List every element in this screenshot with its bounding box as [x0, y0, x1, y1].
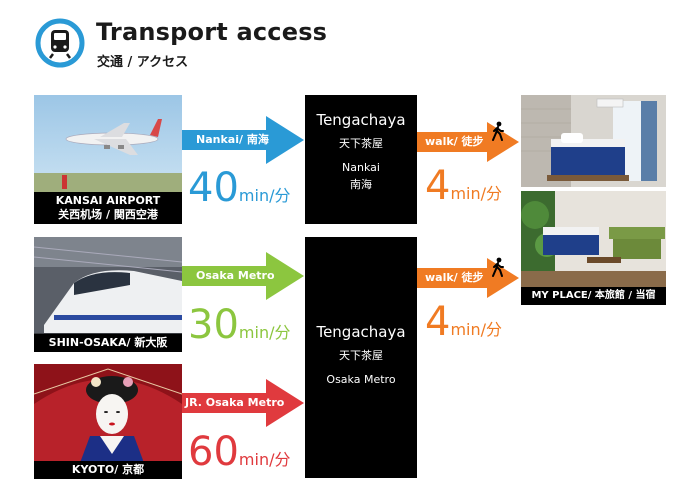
walk-label-bottom: walk/ 徒步: [425, 271, 484, 284]
caption-kansai-airport: KANSAI AIRPORT 关西机场 / 関西空港: [34, 192, 182, 224]
photo-my-place: MY PLACE/ 本旅館 / 当宿: [521, 95, 666, 305]
route-time-osaka-metro: 30min/分: [188, 302, 291, 348]
page-subtitle: 交通 / アクセス: [97, 55, 189, 70]
walk-time-bottom: 4min/分: [425, 299, 503, 345]
arrow-osaka-metro: [182, 252, 304, 300]
station-tengachaya-osaka-metro: Tengachaya 天下茶屋 Osaka Metro: [305, 237, 417, 478]
arrow-jr-osaka-metro: [182, 379, 304, 427]
arrow-walk-bottom: [417, 258, 519, 298]
arrow-nankai: [182, 116, 304, 164]
route-time-nankai: 40min/分: [188, 165, 291, 211]
station-tengachaya-nankai: Tengachaya 天下茶屋 Nankai 南海: [305, 95, 417, 224]
shinkansen-image: [34, 237, 182, 352]
walking-person-icon: [492, 121, 504, 141]
caption-my-place: MY PLACE/ 本旅館 / 当宿: [521, 287, 666, 305]
photo-kansai-airport: KANSAI AIRPORT 关西机场 / 関西空港: [34, 95, 182, 224]
page-title: Transport access: [96, 18, 328, 46]
walking-person-icon: [492, 257, 504, 277]
room-image: [521, 95, 666, 305]
route-time-jr-osaka-metro: 60min/分: [188, 429, 291, 475]
route-label-osaka-metro: Osaka Metro: [196, 269, 275, 282]
walk-time-top: 4min/分: [425, 163, 503, 209]
photo-kyoto: KYOTO/ 京都: [34, 364, 182, 479]
train-icon: [35, 18, 85, 68]
maiko-image: [34, 364, 182, 479]
photo-shin-osaka: SHIN-OSAKA/ 新大阪: [34, 237, 182, 352]
caption-shin-osaka: SHIN-OSAKA/ 新大阪: [34, 334, 182, 352]
caption-kyoto: KYOTO/ 京都: [34, 461, 182, 479]
route-label-jr-osaka-metro: JR. Osaka Metro: [185, 396, 285, 409]
arrow-walk-top: [417, 122, 519, 162]
walk-label-top: walk/ 徒步: [425, 135, 484, 148]
route-label-nankai: Nankai/ 南海: [196, 133, 269, 146]
